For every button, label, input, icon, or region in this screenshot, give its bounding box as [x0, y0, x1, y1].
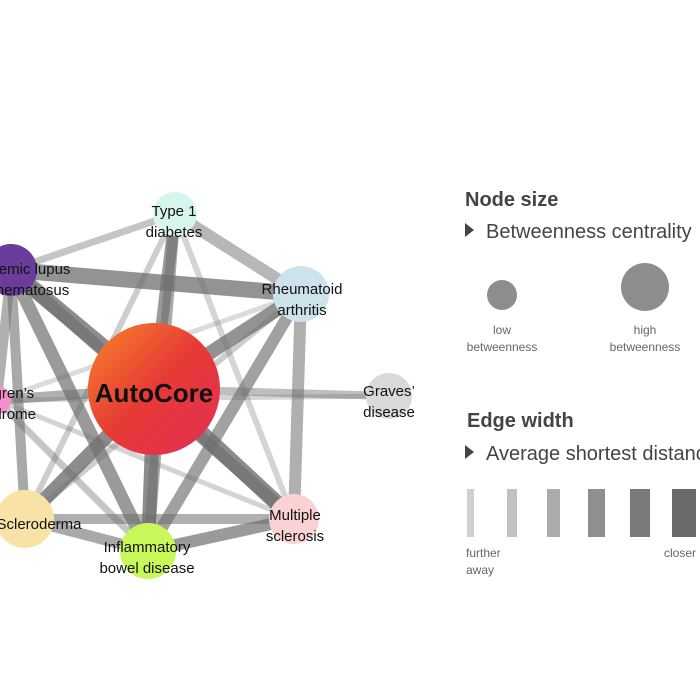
node-graves: [366, 373, 412, 419]
edge-ra-ms: [288, 293, 307, 520]
node-ssc: [0, 490, 54, 548]
node-label-ms-line1: Multiple: [269, 507, 321, 524]
node-label-graves-line1: Graves’: [363, 383, 415, 400]
edge-t1d-ms: [172, 212, 297, 521]
edge-sle-ssc: [6, 269, 30, 520]
nodes-group: Systemic lupus erythematosus Type 1 diabete…: [0, 192, 415, 579]
edge-ra-ibd: [142, 290, 307, 555]
edge-ms-sjogren: [0, 398, 295, 522]
node-sle: [0, 244, 37, 296]
node-autocore: [88, 323, 220, 455]
node-label-t1d-line2: diabetes: [146, 224, 203, 241]
node-label-ibd-line2: bowel disease: [99, 560, 194, 577]
node-label-ibd-line1: Inflammatory: [104, 539, 191, 556]
node-label-sle-line1: Systemic lupus: [0, 261, 70, 278]
node-label-ssc-line1: Scleroderma: [0, 516, 82, 533]
node-label-ms-line2: sclerosis: [266, 528, 324, 545]
edge-sle-ibd: [5, 267, 154, 554]
center-node-label: AutoCore: [95, 378, 213, 408]
node-label-sjogren-line1: Sjögren’s: [0, 385, 34, 402]
node-ms: [269, 494, 319, 544]
node-t1d: [153, 192, 197, 236]
node-sjogren: [0, 386, 11, 414]
edge-ibd-sjogren: [0, 398, 151, 554]
node-label-sjogren-line2: syndrome: [0, 406, 36, 423]
node-ra: [273, 266, 329, 322]
node-label-t1d-line1: Type 1: [151, 203, 196, 220]
node-label-sle-line2: erythematosus: [0, 282, 69, 299]
edge-sle-ra: [10, 262, 302, 302]
node-ibd: [120, 523, 176, 579]
node-label-ra-line2: arthritis: [277, 302, 326, 319]
node-label-ra-line1: Rheumatoid: [262, 281, 343, 298]
edge-sle-t1d: [9, 210, 177, 274]
node-label-graves-line2: disease: [363, 404, 415, 421]
